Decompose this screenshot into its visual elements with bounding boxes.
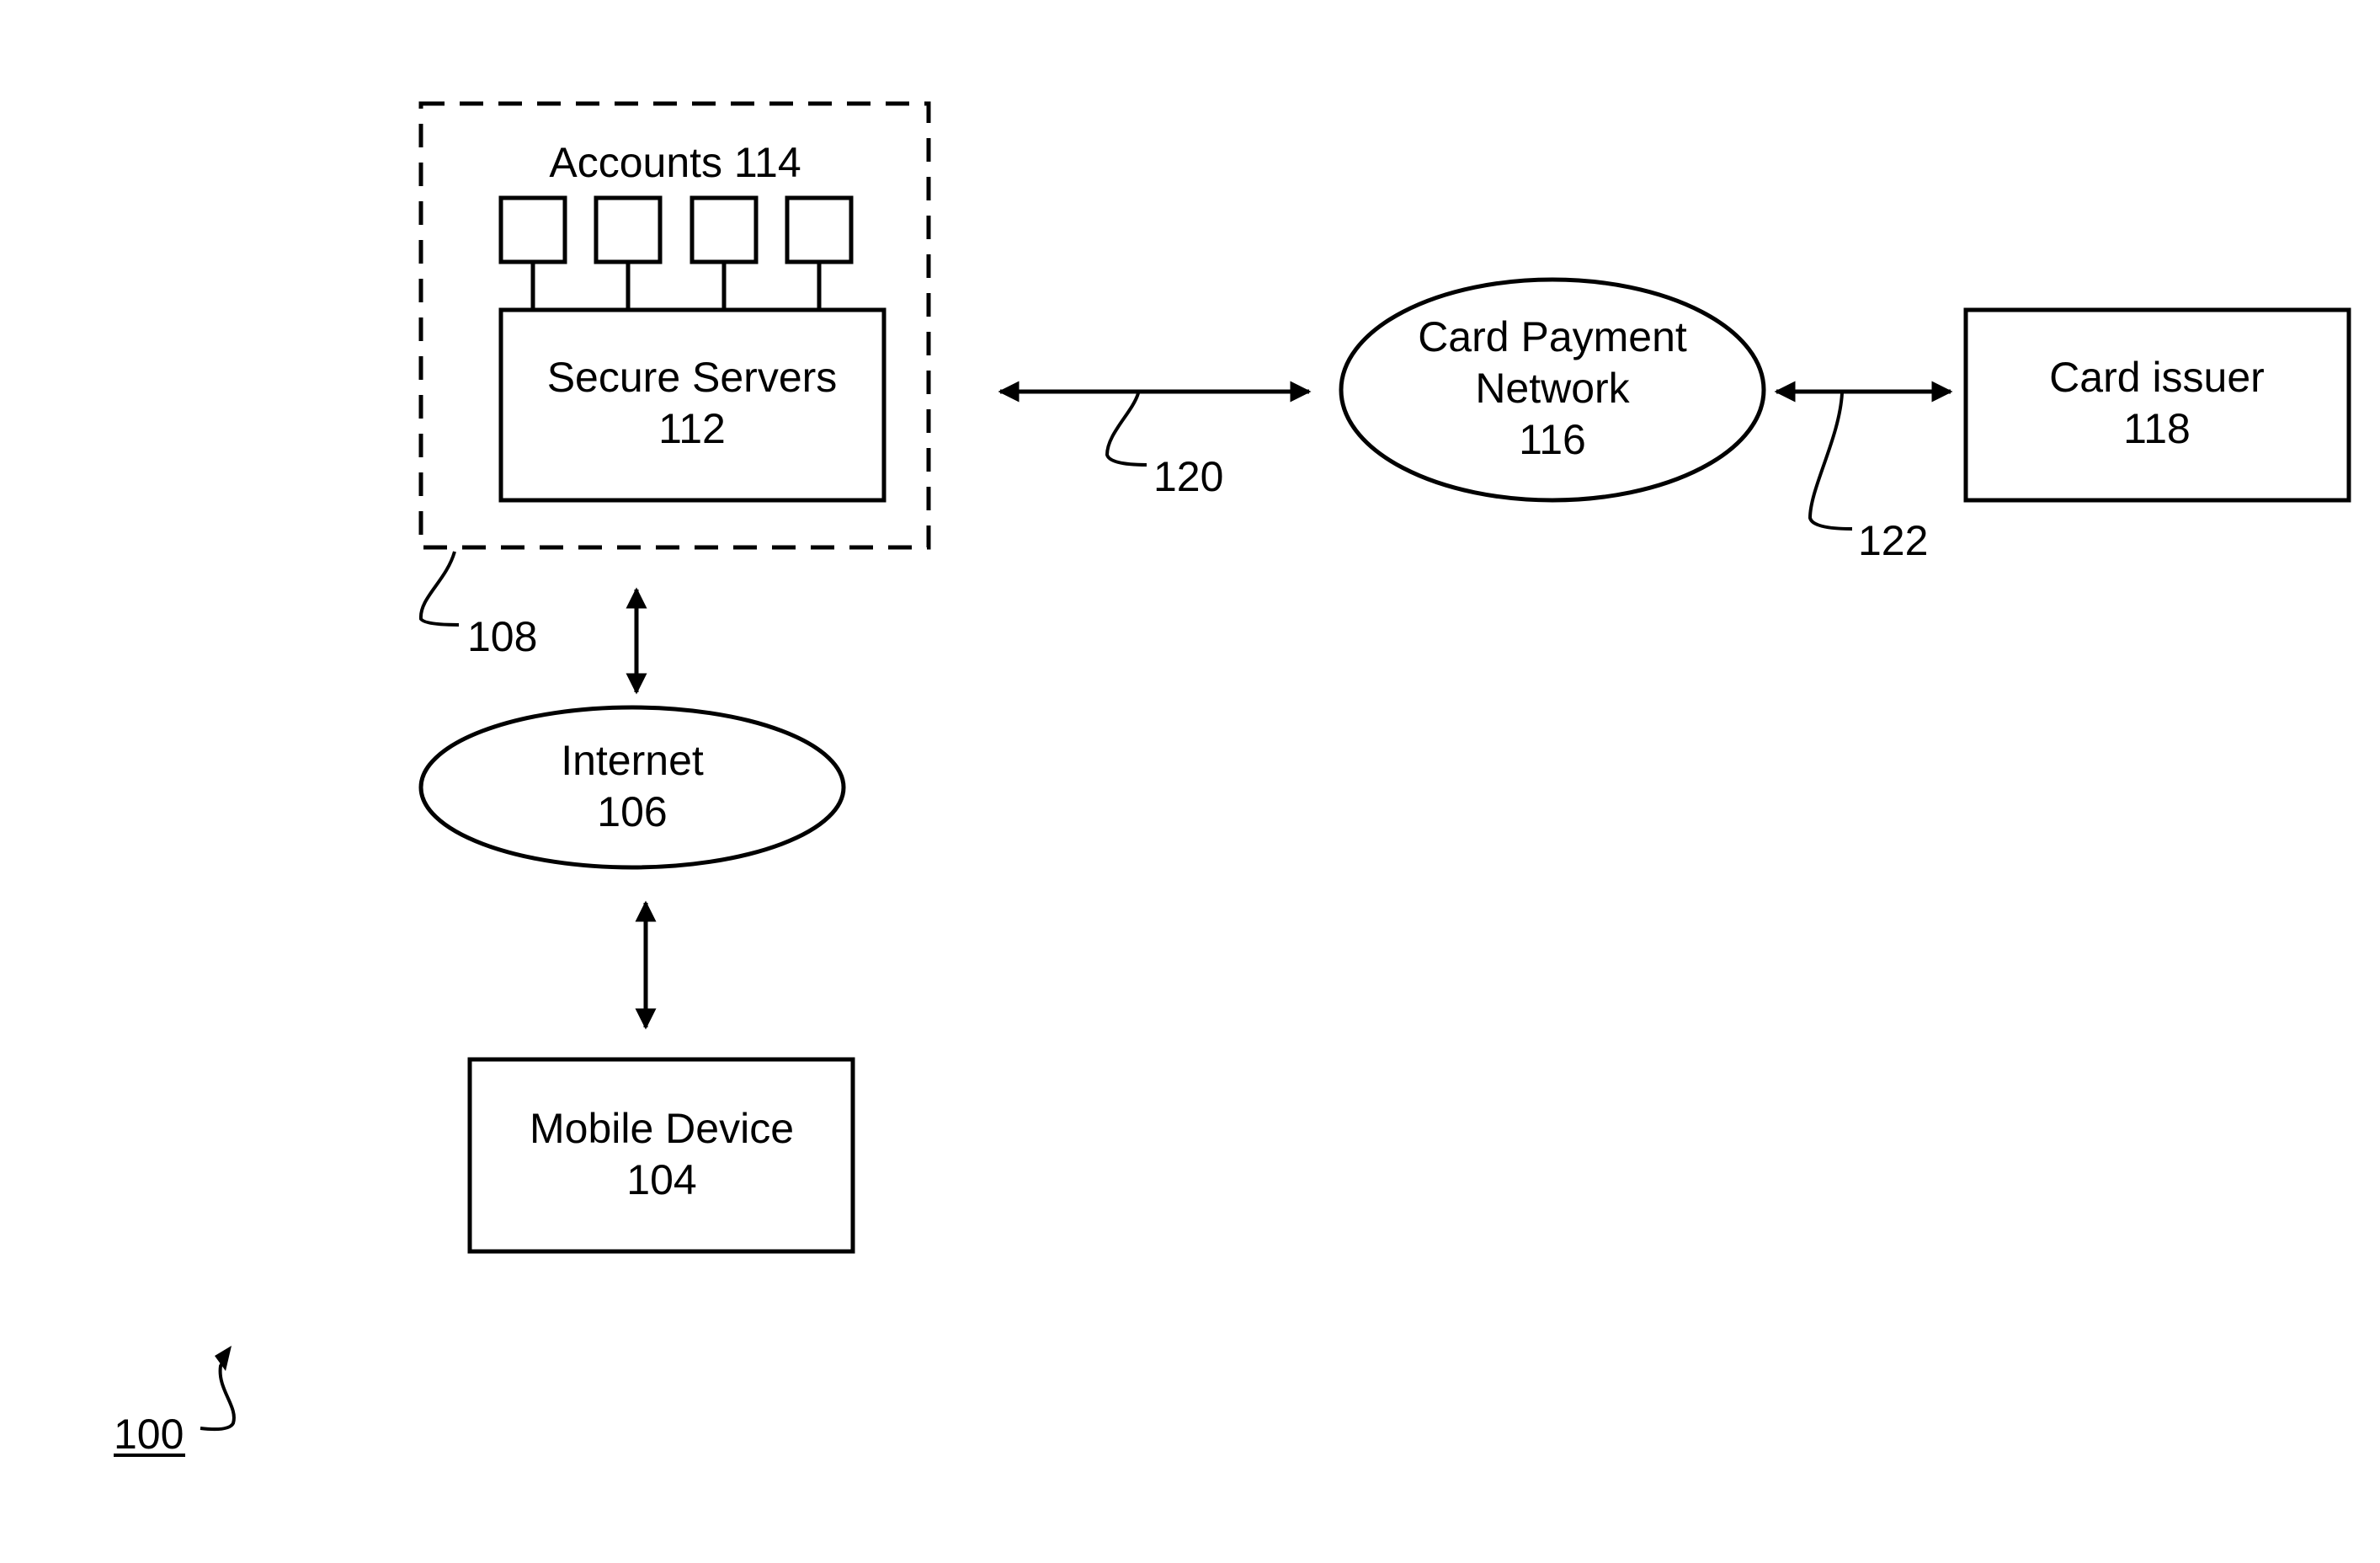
link-ref-120: 120 [1153, 453, 1223, 500]
account-box [787, 198, 851, 262]
figure-ref-arrowhead [215, 1346, 232, 1371]
internet-label: Internet [561, 737, 704, 784]
card-payment-network-label-2: Network [1475, 365, 1630, 412]
figure-ref-100: 100 [114, 1411, 184, 1458]
boundary-leader-108 [421, 552, 459, 625]
card-payment-network-number: 116 [1519, 416, 1586, 463]
boundary-ref-108: 108 [467, 613, 537, 660]
card-issuer-number: 118 [2123, 405, 2191, 452]
leader-122 [1810, 393, 1852, 529]
figure-ref-leader-icon [200, 1354, 234, 1429]
leader-120 [1107, 393, 1147, 465]
internet-number: 106 [597, 788, 667, 835]
card-issuer-label: Card issuer [2049, 354, 2265, 401]
internet-ellipse [421, 707, 844, 867]
account-box [596, 198, 660, 262]
accounts-label: Accounts 114 [549, 139, 801, 186]
card-payment-network-label: Card Payment [1418, 313, 1687, 360]
secure-servers-label: Secure Servers [547, 354, 838, 401]
link-ref-122: 122 [1858, 517, 1928, 564]
secure-servers-number: 112 [658, 405, 726, 452]
account-boxes [501, 198, 851, 310]
mobile-device-label: Mobile Device [530, 1105, 794, 1152]
account-box [692, 198, 756, 262]
mobile-device-number: 104 [626, 1156, 696, 1203]
mobile-device-box [470, 1059, 853, 1251]
account-box [501, 198, 565, 262]
